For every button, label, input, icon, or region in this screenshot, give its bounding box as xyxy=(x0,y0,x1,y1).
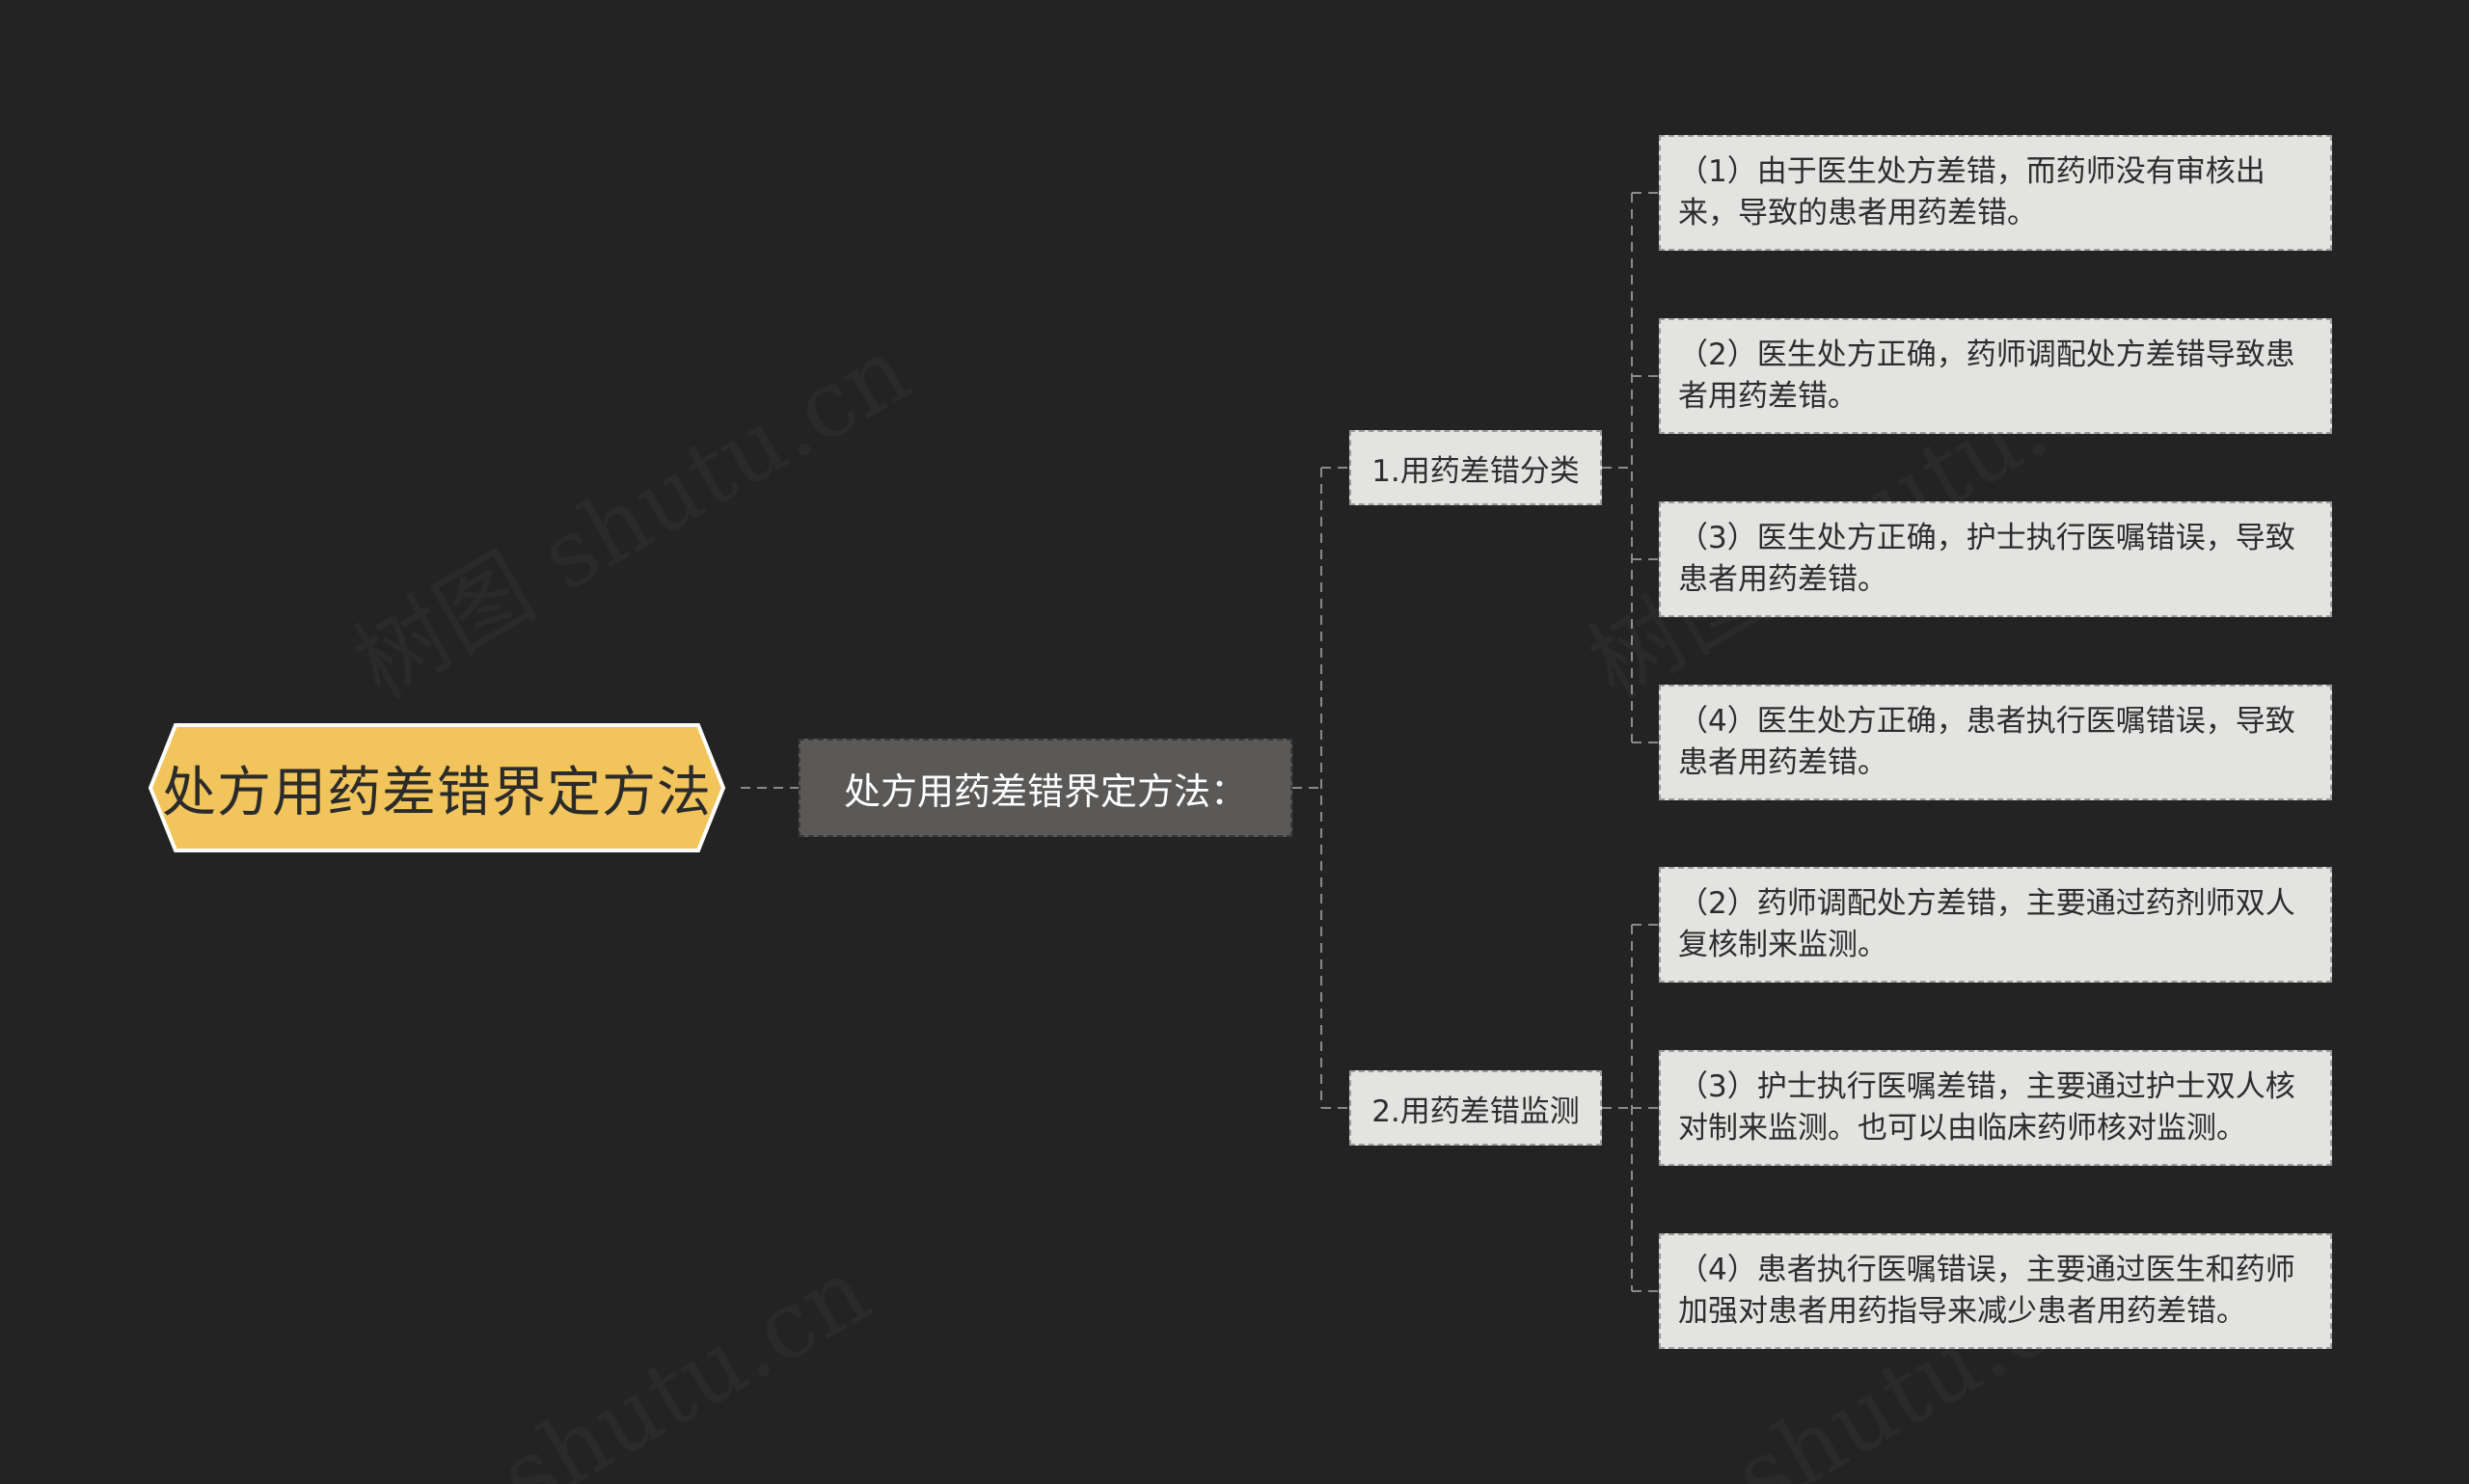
leaf-node[interactable]: （3）护士执行医嘱差错，主要通过护士双人核对制来监测。也可以由临床药师核对监测。 xyxy=(1659,1050,2332,1166)
leaf-node[interactable]: （1）由于医生处方差错，而药师没有审核出来，导致的患者用药差错。 xyxy=(1659,135,2332,251)
leaf-node[interactable]: （4）医生处方正确，患者执行医嘱错误，导致患者用药差错。 xyxy=(1659,685,2332,800)
leaf-label: （4）医生处方正确，患者执行医嘱错误，导致患者用药差错。 xyxy=(1678,704,2295,780)
leaf-label: （4）患者执行医嘱错误，主要通过医生和药师加强对患者用药指导来减少患者用药差错。 xyxy=(1678,1253,2295,1329)
leaf-node[interactable]: （3）医生处方正确，护士执行医嘱错误，导致患者用药差错。 xyxy=(1659,501,2332,617)
connector-main-subs xyxy=(1292,467,1349,1109)
main-topic-node[interactable]: 处方用药差错界定方法： xyxy=(799,739,1292,837)
leaf-label: （3）医生处方正确，护士执行医嘱错误，导致患者用药差错。 xyxy=(1678,521,2295,597)
branch-label: 2.用药差错监测 xyxy=(1371,1093,1580,1129)
connector-sub2-leaves xyxy=(1602,924,1659,1292)
leaf-label: （1）由于医生处方差错，而药师没有审核出来，导致的患者用药差错。 xyxy=(1678,154,2266,230)
branch-label: 1.用药差错分类 xyxy=(1371,453,1580,489)
leaf-label: （2）医生处方正确，药师调配处方差错导致患者用药差错。 xyxy=(1678,337,2295,414)
branch-node-classification[interactable]: 1.用药差错分类 xyxy=(1349,430,1602,505)
root-node[interactable]: 处方用药差错界定方法 xyxy=(133,721,741,854)
main-topic-label: 处方用药差错界定方法： xyxy=(843,769,1247,813)
root-label: 处方用药差错界定方法 xyxy=(162,761,712,824)
connector-sub1-leaves xyxy=(1602,192,1659,743)
leaf-label: （3）护士执行医嘱差错，主要通过护士双人核对制来监测。也可以由临床药师核对监测。 xyxy=(1678,1069,2295,1146)
leaf-node[interactable]: （2）药师调配处方差错，主要通过药剂师双人复核制来监测。 xyxy=(1659,867,2332,983)
leaf-label: （2）药师调配处方差错，主要通过药剂师双人复核制来监测。 xyxy=(1678,886,2295,962)
branch-node-monitoring[interactable]: 2.用药差错监测 xyxy=(1349,1070,1602,1146)
leaf-node[interactable]: （4）患者执行医嘱错误，主要通过医生和药师加强对患者用药指导来减少患者用药差错。 xyxy=(1659,1233,2332,1349)
leaf-node[interactable]: （2）医生处方正确，药师调配处方差错导致患者用药差错。 xyxy=(1659,318,2332,434)
root-hexagon-shape xyxy=(148,723,726,852)
